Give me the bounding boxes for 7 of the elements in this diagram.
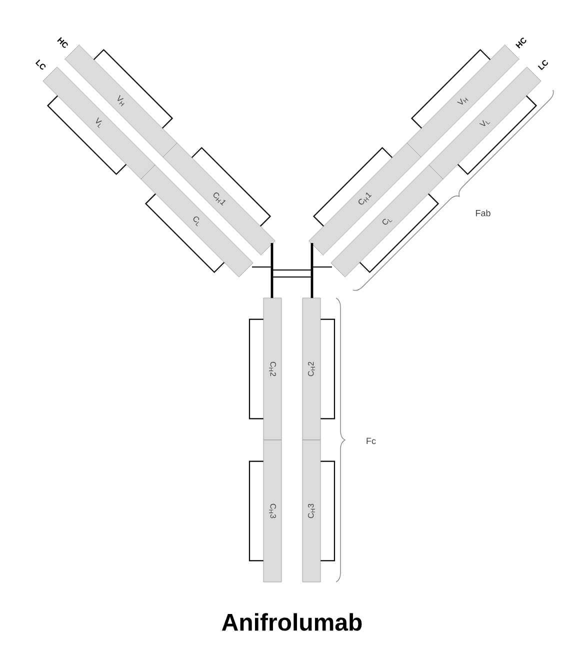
domain-block: C$_{H}$2 [302,298,336,440]
region-label: Fab [476,210,490,216]
region-label: Fc [366,438,376,444]
domain-block: C$_{H}$3 [248,440,282,582]
domain-block: C$_{H}$2 [248,298,282,440]
title: Anifrolumab [222,613,362,631]
domain-block: C$_{H}$3 [302,440,336,582]
